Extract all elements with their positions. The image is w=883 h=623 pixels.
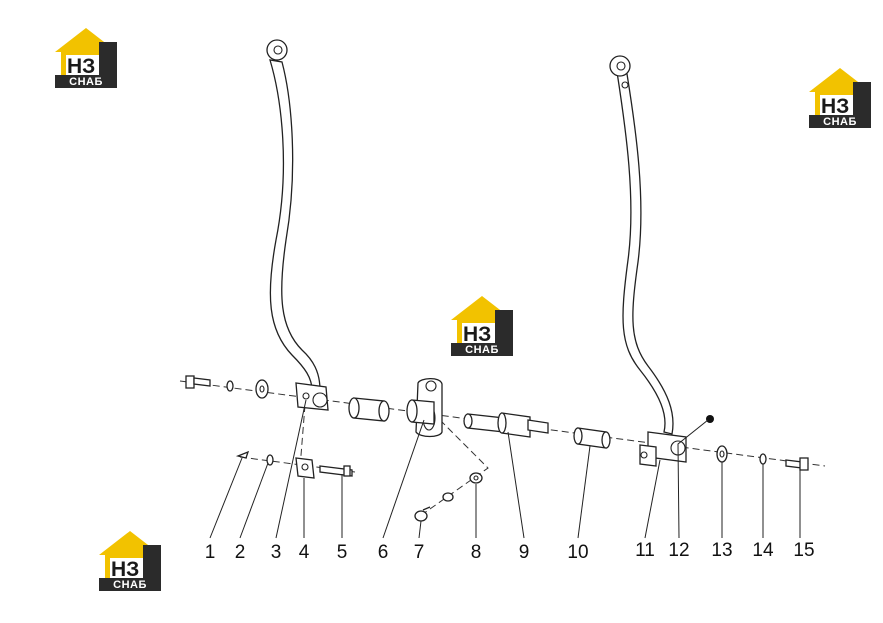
part-15-bolt	[785, 457, 809, 471]
callout-2: 2	[235, 542, 246, 563]
left-bolt-assembly	[185, 375, 269, 399]
logo-letters: НЗ	[463, 323, 491, 346]
part-8-nut	[442, 472, 483, 502]
part-6-block	[406, 377, 443, 438]
part-12-grease-nipple	[706, 415, 714, 423]
part-13-washer	[716, 445, 728, 463]
part-7-bolt	[414, 506, 431, 522]
bushing-left	[348, 397, 390, 422]
part-2-washer	[266, 454, 274, 466]
part-10-bushing	[573, 427, 611, 449]
callout-6: 6	[378, 542, 389, 563]
callout-12: 12	[668, 540, 689, 561]
callout-11: 11	[635, 540, 655, 561]
callout-14: 14	[752, 540, 774, 561]
assembly-axis-branch	[419, 419, 489, 517]
callout-1: 1	[205, 542, 216, 563]
logo-letters: НЗ	[111, 558, 139, 581]
logo-word: СНАБ	[465, 344, 499, 356]
shift-lever-left	[266, 39, 329, 411]
callout-3: 3	[271, 542, 282, 563]
logo-letters: НЗ	[67, 55, 95, 78]
callout-13: 13	[711, 540, 732, 561]
logo-bottom-left: НЗ СНАБ	[99, 531, 161, 591]
part-1-cotter-pin	[235, 450, 250, 459]
logo-word: СНАБ	[823, 116, 857, 128]
callout-numbers: 1 2 3 4 5 6 7 8 9 10 11 12 13 14 15	[205, 540, 815, 563]
callout-8: 8	[471, 542, 482, 563]
part-9-shaft	[463, 412, 549, 438]
part-14-spring-washer	[759, 453, 767, 465]
callout-15: 15	[793, 540, 814, 561]
logo-word: СНАБ	[113, 579, 147, 591]
logo-word: СНАБ	[69, 76, 103, 88]
callout-4: 4	[299, 542, 310, 563]
shift-lever-right	[609, 55, 687, 467]
callout-9: 9	[519, 542, 530, 563]
callout-5: 5	[337, 542, 348, 563]
callout-10: 10	[567, 542, 588, 563]
logo-letters: НЗ	[821, 95, 849, 118]
leader-lines	[209, 399, 801, 539]
callout-7: 7	[414, 542, 425, 563]
logo-top-right: НЗ СНАБ	[809, 68, 871, 128]
part-4-bracket	[295, 457, 315, 479]
logo-top-left: НЗ СНАБ	[55, 28, 117, 88]
logo-center: НЗ СНАБ	[451, 296, 513, 356]
